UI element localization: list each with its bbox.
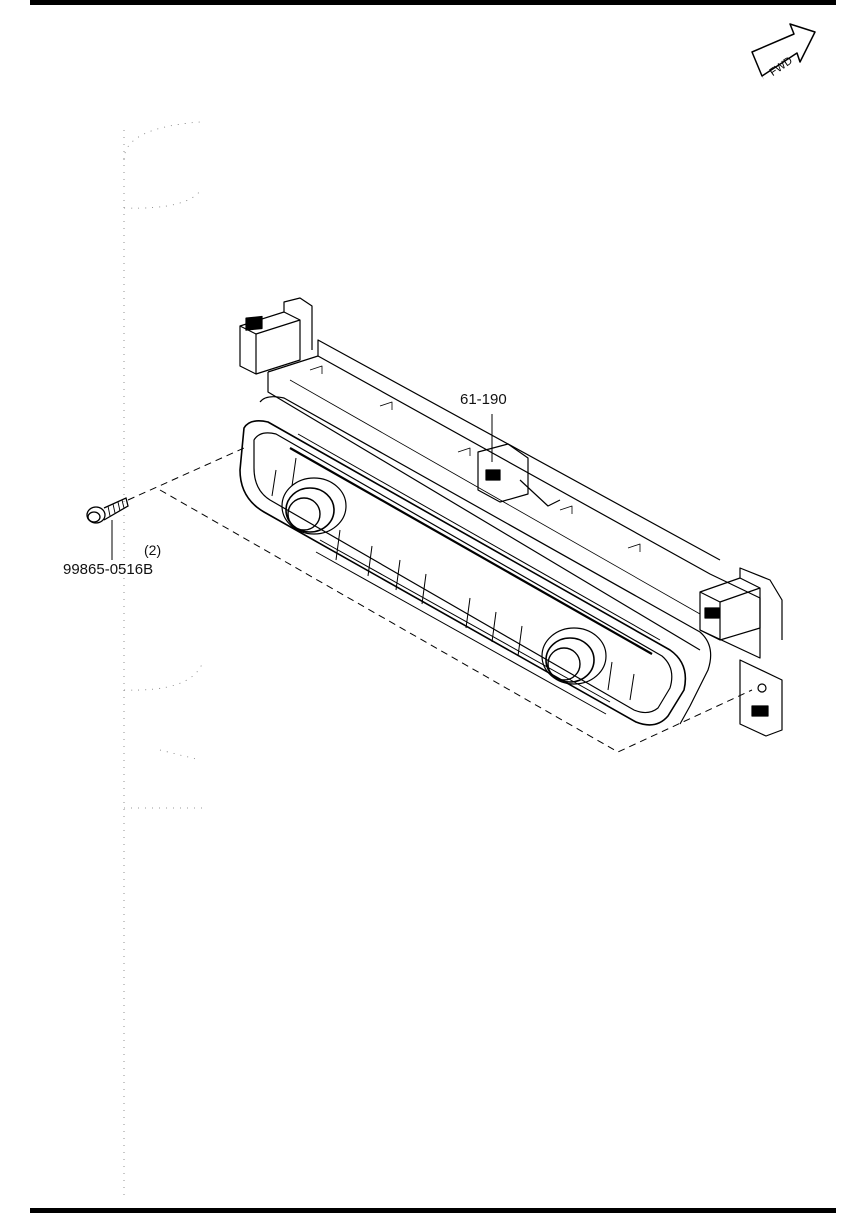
- callout-bolt-part-number: 99865-0516B: [63, 561, 154, 578]
- callout-bolt-quantity: (2): [144, 542, 162, 558]
- screw-icon: [86, 497, 129, 524]
- climate-control-unit: [239, 297, 783, 737]
- ghost-outline: [123, 121, 205, 1195]
- callout-control-unit-part-number: 61-190: [460, 391, 507, 408]
- top-border: [30, 0, 836, 5]
- bottom-border: [30, 1208, 836, 1213]
- fwd-arrow-icon: FWD: [751, 23, 816, 80]
- leader-lines: [111, 414, 753, 753]
